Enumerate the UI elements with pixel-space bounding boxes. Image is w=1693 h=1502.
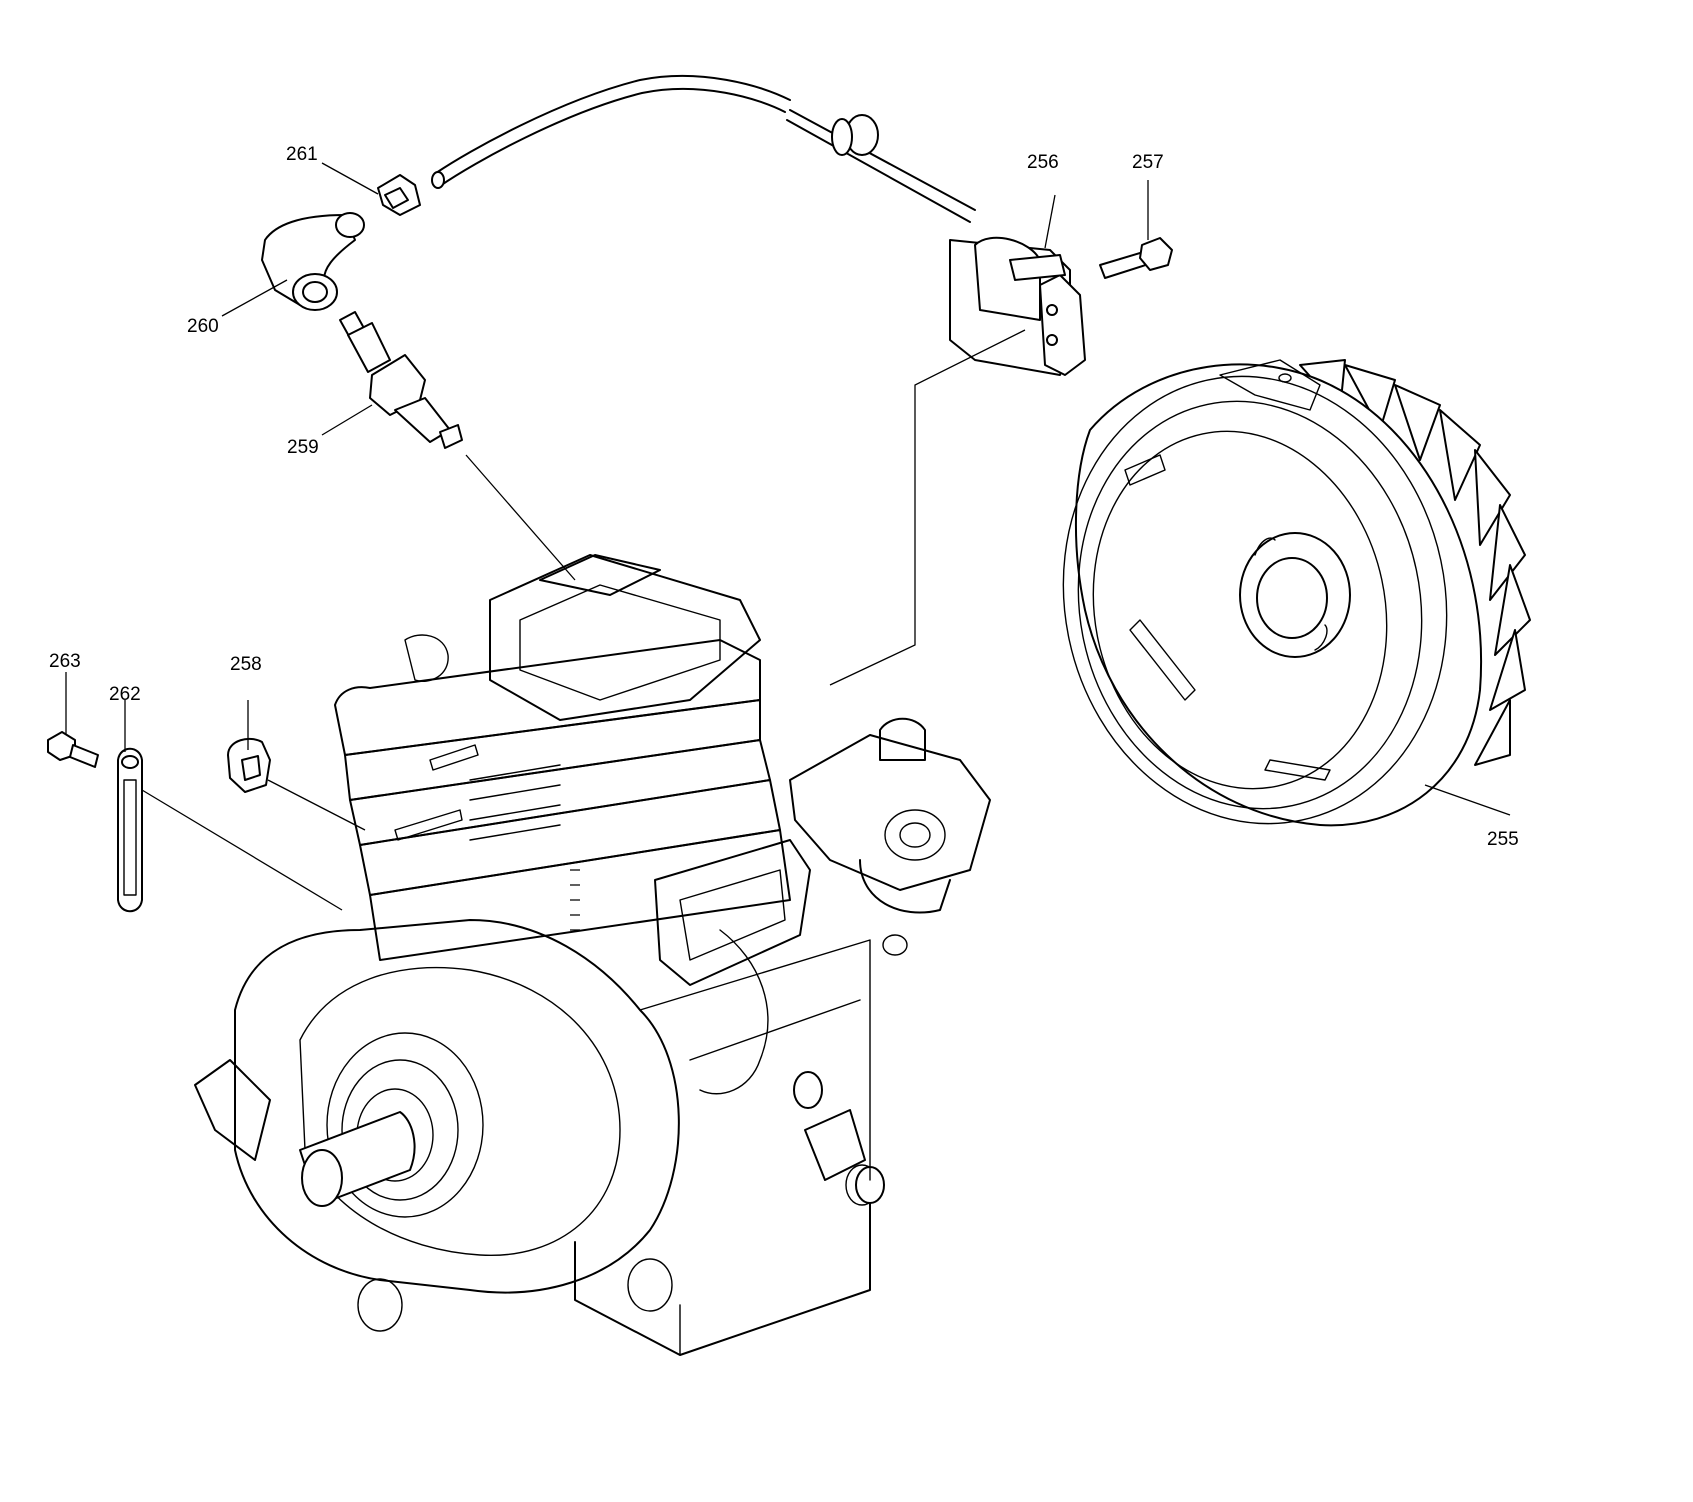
spark-plug <box>339 311 463 449</box>
leader-lines <box>65 162 1511 911</box>
flywheel <box>1062 359 1531 827</box>
label-257[interactable]: 257 <box>1132 152 1164 173</box>
bolt-263 <box>47 731 99 768</box>
label-263[interactable]: 263 <box>49 651 81 672</box>
strap <box>117 747 143 913</box>
label-255[interactable]: 255 <box>1487 829 1519 850</box>
label-259[interactable]: 259 <box>287 437 319 458</box>
label-260[interactable]: 260 <box>187 316 219 337</box>
lead-clip <box>377 174 421 216</box>
label-262[interactable]: 262 <box>109 684 141 705</box>
bolt-257 <box>1099 237 1173 279</box>
label-256[interactable]: 256 <box>1027 152 1059 173</box>
part-labels: 255 256 257 258 259 260 261 262 263 <box>49 144 1519 850</box>
engine-block <box>194 554 991 1356</box>
spark-plug-cap <box>261 212 365 311</box>
label-258[interactable]: 258 <box>230 654 262 675</box>
label-261[interactable]: 261 <box>286 144 318 165</box>
grommet <box>227 737 271 793</box>
ignition-coil <box>431 74 1086 376</box>
